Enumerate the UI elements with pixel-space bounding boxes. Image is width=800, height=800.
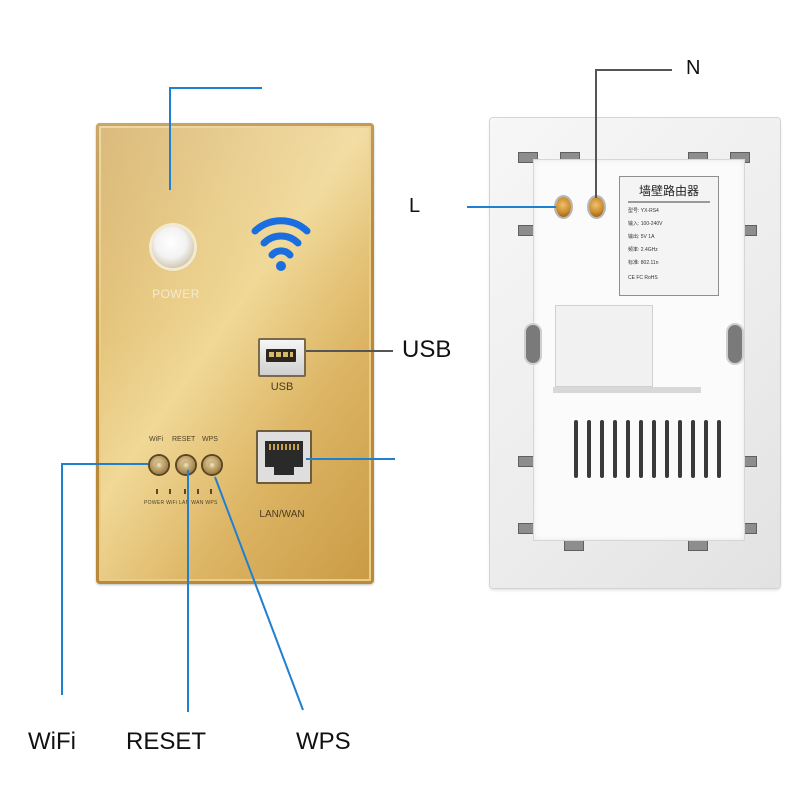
vent-slot [704, 420, 708, 478]
vent-slot [652, 420, 656, 478]
spec-row: 型号: YX-RS4 [628, 208, 659, 214]
power-label: POWER [152, 287, 200, 301]
wps-button[interactable] [203, 456, 221, 474]
terminal-l [556, 197, 571, 217]
clip-slot [518, 152, 538, 163]
vent-slot [665, 420, 669, 478]
housing-recess [555, 305, 653, 387]
vent-slot [574, 420, 578, 478]
spec-label-title: 墙壁路由器 [638, 184, 699, 198]
wifi-icon [251, 217, 311, 271]
lan-wan-port[interactable] [256, 430, 312, 484]
front-panel: POWER USB LAN/WAN WiFi RESET WPS POWER W… [96, 123, 374, 584]
callout-wifi: WiFi [28, 728, 76, 755]
mount-slot-right [728, 325, 742, 363]
usb-port-tongue [266, 349, 296, 362]
vent-slot [678, 420, 682, 478]
power-button[interactable] [152, 226, 194, 268]
callout-usb: USB [402, 336, 452, 363]
callout-reset: RESET [126, 728, 207, 755]
led-labels: POWER WiFi LAN WAN WPS [144, 500, 218, 506]
spec-row: 输出: 5V 1A [628, 234, 655, 240]
spec-row: 输入: 100-240V [628, 221, 663, 227]
vent-slot [600, 420, 604, 478]
lan-port-clip [274, 467, 294, 475]
reset-button[interactable] [177, 456, 195, 474]
usb-port-label: USB [270, 381, 294, 393]
callout-wps: WPS [296, 728, 351, 755]
led-wifi [169, 489, 171, 494]
panel-sheen [96, 123, 374, 584]
vent-slot [587, 420, 591, 478]
housing-ledge [553, 387, 701, 393]
vent-slot [613, 420, 617, 478]
spec-row: CE FC RoHS [628, 275, 658, 281]
callout-n: N [686, 57, 701, 79]
terminal-n [589, 197, 604, 217]
reset-button-label: RESET [172, 436, 196, 443]
lan-port-pins [269, 444, 299, 450]
vent-slot [639, 420, 643, 478]
mount-slot-left [526, 325, 540, 363]
led-wps [210, 489, 212, 494]
usb-port[interactable] [258, 338, 306, 377]
callout-l: L [409, 195, 421, 217]
spec-label: 墙壁路由器 型号: YX-RS4 输入: 100-240V 输出: 5V 1A … [619, 176, 719, 296]
led-power [156, 489, 158, 494]
lan-wan-label: LAN/WAN [259, 509, 305, 520]
clip-slot [688, 540, 708, 551]
clip-slot [564, 540, 584, 551]
wifi-button-label: WiFi [149, 436, 163, 443]
led-wan [197, 489, 199, 494]
wps-button-label: WPS [202, 436, 218, 443]
spec-row: 频率: 2.4GHz [628, 247, 658, 253]
vent-slot [626, 420, 630, 478]
led-lan [184, 489, 186, 494]
spec-label-divider [628, 201, 710, 203]
vent-slot [691, 420, 695, 478]
vent-slot [717, 420, 721, 478]
spec-row: 标准: 802.11n [628, 260, 659, 266]
wifi-button[interactable] [150, 456, 168, 474]
